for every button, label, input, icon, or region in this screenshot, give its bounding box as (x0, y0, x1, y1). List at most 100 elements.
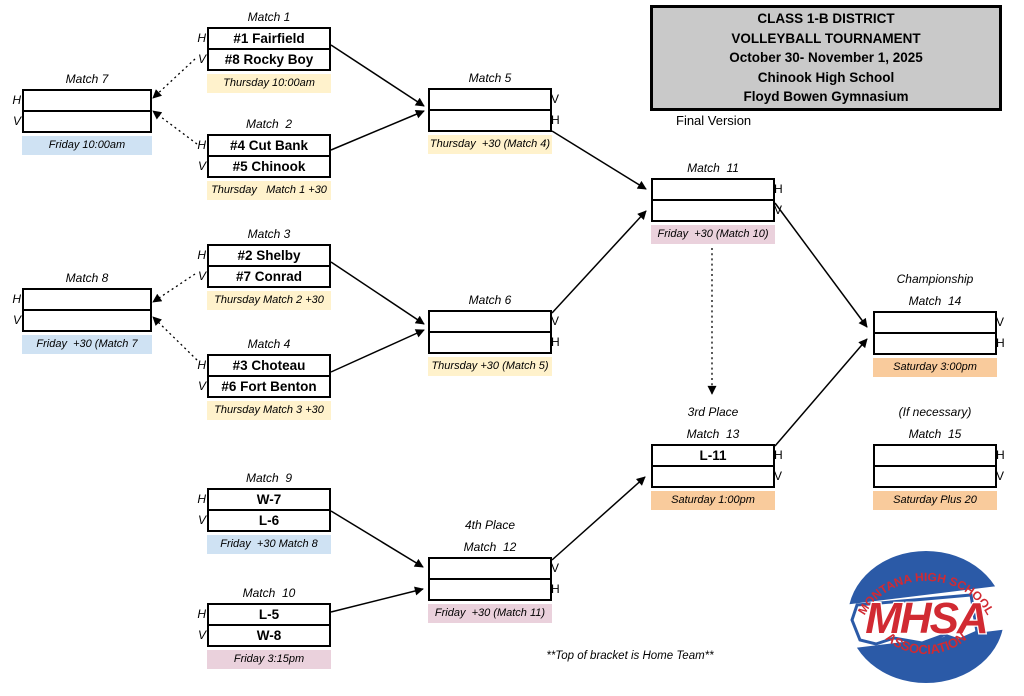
match-15-pretitle: (If necessary) (898, 405, 972, 419)
home-indicator: H (197, 31, 206, 45)
match-13-home-team: L-11 (699, 448, 727, 463)
match-3-visitor-slot: V #7 Conrad (198, 265, 329, 286)
match-15-home-slot: H (875, 446, 1005, 465)
match-12: 4th Place Match 12 V H Friday +30 (Match… (428, 517, 560, 623)
match-3: Match 3 H#2 Shelby V#7 Conrad Thursday M… (197, 227, 331, 310)
match-1-home-slot: H#1 Fairfield (197, 29, 329, 48)
match-5: Match 5 V H Thursday +30 (Match 4) (428, 71, 560, 154)
match-9-visitor-team: L-6 (258, 513, 280, 528)
match-14-schedule: Saturday 3:00pm (873, 358, 997, 377)
visitor-indicator: V (551, 314, 560, 328)
tournament-venue: Floyd Bowen Gymnasium (743, 89, 909, 105)
visitor-indicator: V (12, 114, 21, 128)
visitor-indicator: V (12, 313, 21, 327)
match-6-title: Match 6 (468, 293, 512, 307)
home-team-footnote: **Top of bracket is Home Team** (546, 650, 714, 662)
match-1: Match 1 H#1 Fairfield V#8 Rocky Boy Thur… (197, 10, 331, 93)
match-12-home-slot: H (430, 578, 560, 599)
match-9-schedule: Friday +30 Match 8 (207, 535, 331, 554)
match-2-visitor-slot: V #5 Chinook (198, 155, 329, 176)
match-4-visitor-slot: V #6 Fort Benton (198, 375, 329, 396)
match-7: Match 7 H V Friday 10:00am (12, 72, 152, 155)
match-6-schedule: Thursday +30 (Match 5) (428, 357, 552, 376)
mhsa-logo: MONTANA HIGH SCHOOL MHSA ASSOCIATION (845, 551, 1007, 683)
visitor-indicator: V (197, 269, 206, 283)
match-14-title: Match 14 (908, 294, 962, 308)
home-indicator: H (551, 113, 560, 127)
match-2-visitor-team: #5 Chinook (232, 159, 306, 174)
match-14-home-slot: H (875, 332, 1005, 353)
montana-state-outline-icon (850, 593, 979, 646)
match-11-schedule: Friday +30 (Match 10) (651, 225, 775, 244)
match-2-title: Match 2 (245, 117, 293, 131)
match-7-box: H V (12, 89, 152, 133)
home-indicator: H (996, 448, 1005, 462)
tournament-title-box: CLASS 1-B DISTRICT VOLLEYBALL TOURNAMENT… (650, 5, 1002, 111)
match-13-home-slot: H L-11 (653, 446, 782, 465)
match-9: Match 9 H W-7 V L-6 Friday +30 Match 8 (197, 471, 331, 554)
match-1-visitor-slot: V #8 Rocky Boy (198, 48, 329, 69)
match-8-schedule: Friday +30 (Match 7 (22, 335, 152, 354)
match-7-home-slot: H (12, 91, 150, 110)
match-9-visitor-slot: V L-6 (198, 509, 329, 530)
match-11-visitor-slot: V (653, 199, 782, 220)
match-2-schedule: Thursday Match 1 +30 (207, 181, 331, 200)
match-4-visitor-team: #6 Fort Benton (221, 379, 317, 394)
visitor-indicator: V (774, 469, 783, 483)
match-11-box: H V (651, 178, 783, 222)
match-13-title: Match 13 (686, 427, 740, 441)
visitor-indicator: V (996, 469, 1005, 483)
match-2: Match 2 H#4 Cut Bank V#5 Chinook Thursda… (197, 117, 331, 200)
logo-mhsa-text: MHSA (865, 594, 987, 643)
home-indicator: H (197, 607, 206, 621)
match-8-home-slot: H (12, 290, 150, 309)
visitor-indicator: V (197, 379, 206, 393)
match-9-title: Match 9 (245, 471, 293, 485)
visitor-indicator: V (197, 513, 206, 527)
match-14-visitor-slot: V (875, 313, 1004, 332)
match-7-title: Match 7 (65, 72, 109, 86)
match-13-visitor-slot: V (653, 465, 782, 486)
match-12-title: Match 12 (463, 540, 517, 554)
match-9-home-slot: H W-7 (197, 490, 329, 509)
match-1-schedule: Thursday 10:00am (207, 74, 331, 93)
match-6: Match 6 V H Thursday +30 (Match 5) (428, 293, 560, 376)
match-12-schedule: Friday +30 (Match 11) (428, 604, 552, 623)
tournament-name: VOLLEYBALL TOURNAMENT (731, 30, 921, 46)
visitor-indicator: V (996, 315, 1005, 329)
match-1-visitor-team: #8 Rocky Boy (224, 52, 314, 67)
match-8: Match 8 H V Friday +30 (Match 7 (12, 271, 152, 354)
visitor-indicator: V (197, 628, 206, 642)
match-12-pretitle: 4th Place (464, 518, 516, 532)
match-15-title: Match 15 (908, 427, 962, 441)
match-11: Match 11 H V Friday +30 (Match 10) (651, 161, 783, 244)
visitor-indicator: V (197, 52, 206, 66)
match-11-home-slot: H (653, 180, 783, 199)
match-10-title: Match 10 (242, 586, 296, 600)
match-15-box: H V (873, 444, 1005, 488)
match-3-visitor-team: #7 Conrad (235, 269, 303, 284)
home-indicator: H (197, 248, 206, 262)
match-5-schedule: Thursday +30 (Match 4) (428, 135, 552, 154)
match-9-box: H W-7 V L-6 (197, 488, 331, 532)
match-7-schedule: Friday 10:00am (22, 136, 152, 155)
match-15-visitor-slot: V (875, 465, 1004, 486)
match-9-home-team: W-7 (256, 492, 282, 507)
home-indicator: H (197, 492, 206, 506)
match-10-schedule: Friday 3:15pm (207, 650, 331, 669)
match-14: Championship Match 14 V H Saturday 3:00p… (873, 271, 1005, 377)
home-indicator: H (12, 292, 21, 306)
match-13-pretitle: 3rd Place (687, 405, 739, 419)
match-11-title: Match 11 (687, 161, 739, 175)
visitor-indicator: V (197, 159, 206, 173)
tournament-location: Chinook High School (757, 69, 895, 85)
match-5-box: V H (428, 88, 560, 132)
home-indicator: H (774, 448, 783, 462)
match-4-schedule: Thursday Match 3 +30 (207, 401, 331, 420)
match-8-box: H V (12, 288, 152, 332)
match-14-pretitle: Championship (896, 272, 974, 286)
match-5-title: Match 5 (468, 71, 512, 85)
match-1-box: H#1 Fairfield V #8 Rocky Boy (197, 27, 331, 71)
